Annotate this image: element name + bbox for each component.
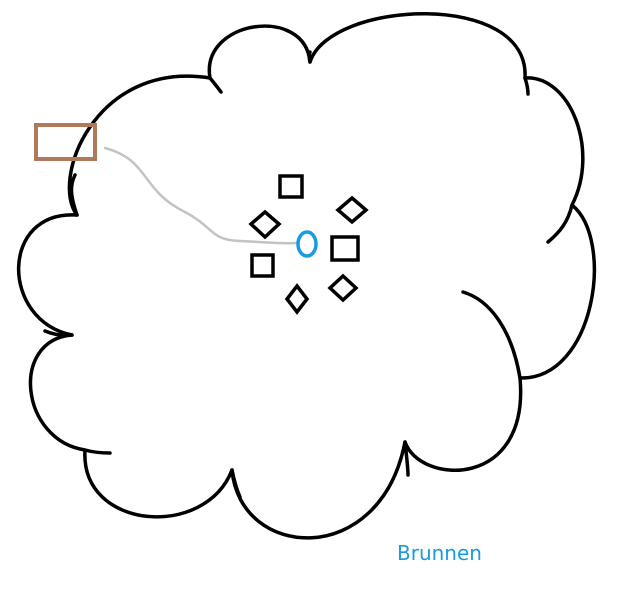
house-square (250, 253, 275, 278)
boundary-fold (208, 76, 223, 94)
boundary-fold (43, 329, 74, 337)
gate-marker (34, 123, 97, 161)
boundary-fold (523, 76, 530, 96)
boundary-fold (403, 440, 410, 477)
boundary-fold (69, 173, 79, 217)
house-diamond (327, 273, 359, 303)
house-square (278, 174, 304, 199)
well-legend-label: Brunnen (397, 541, 482, 565)
boundary-fold (83, 448, 112, 455)
boundary-fold (307, 50, 312, 64)
village-boundary (16, 12, 597, 540)
boundary-fold (546, 203, 574, 244)
house-diamond (284, 283, 310, 315)
well-marker (296, 230, 318, 258)
boundary-fold (230, 468, 242, 499)
house-diamond (335, 195, 369, 225)
house-diamond (248, 209, 282, 240)
boundary-fold (461, 290, 522, 380)
boundary-outline (16, 12, 597, 540)
house-square (330, 235, 360, 262)
house-markers (248, 174, 369, 315)
path-to-well (103, 146, 298, 245)
